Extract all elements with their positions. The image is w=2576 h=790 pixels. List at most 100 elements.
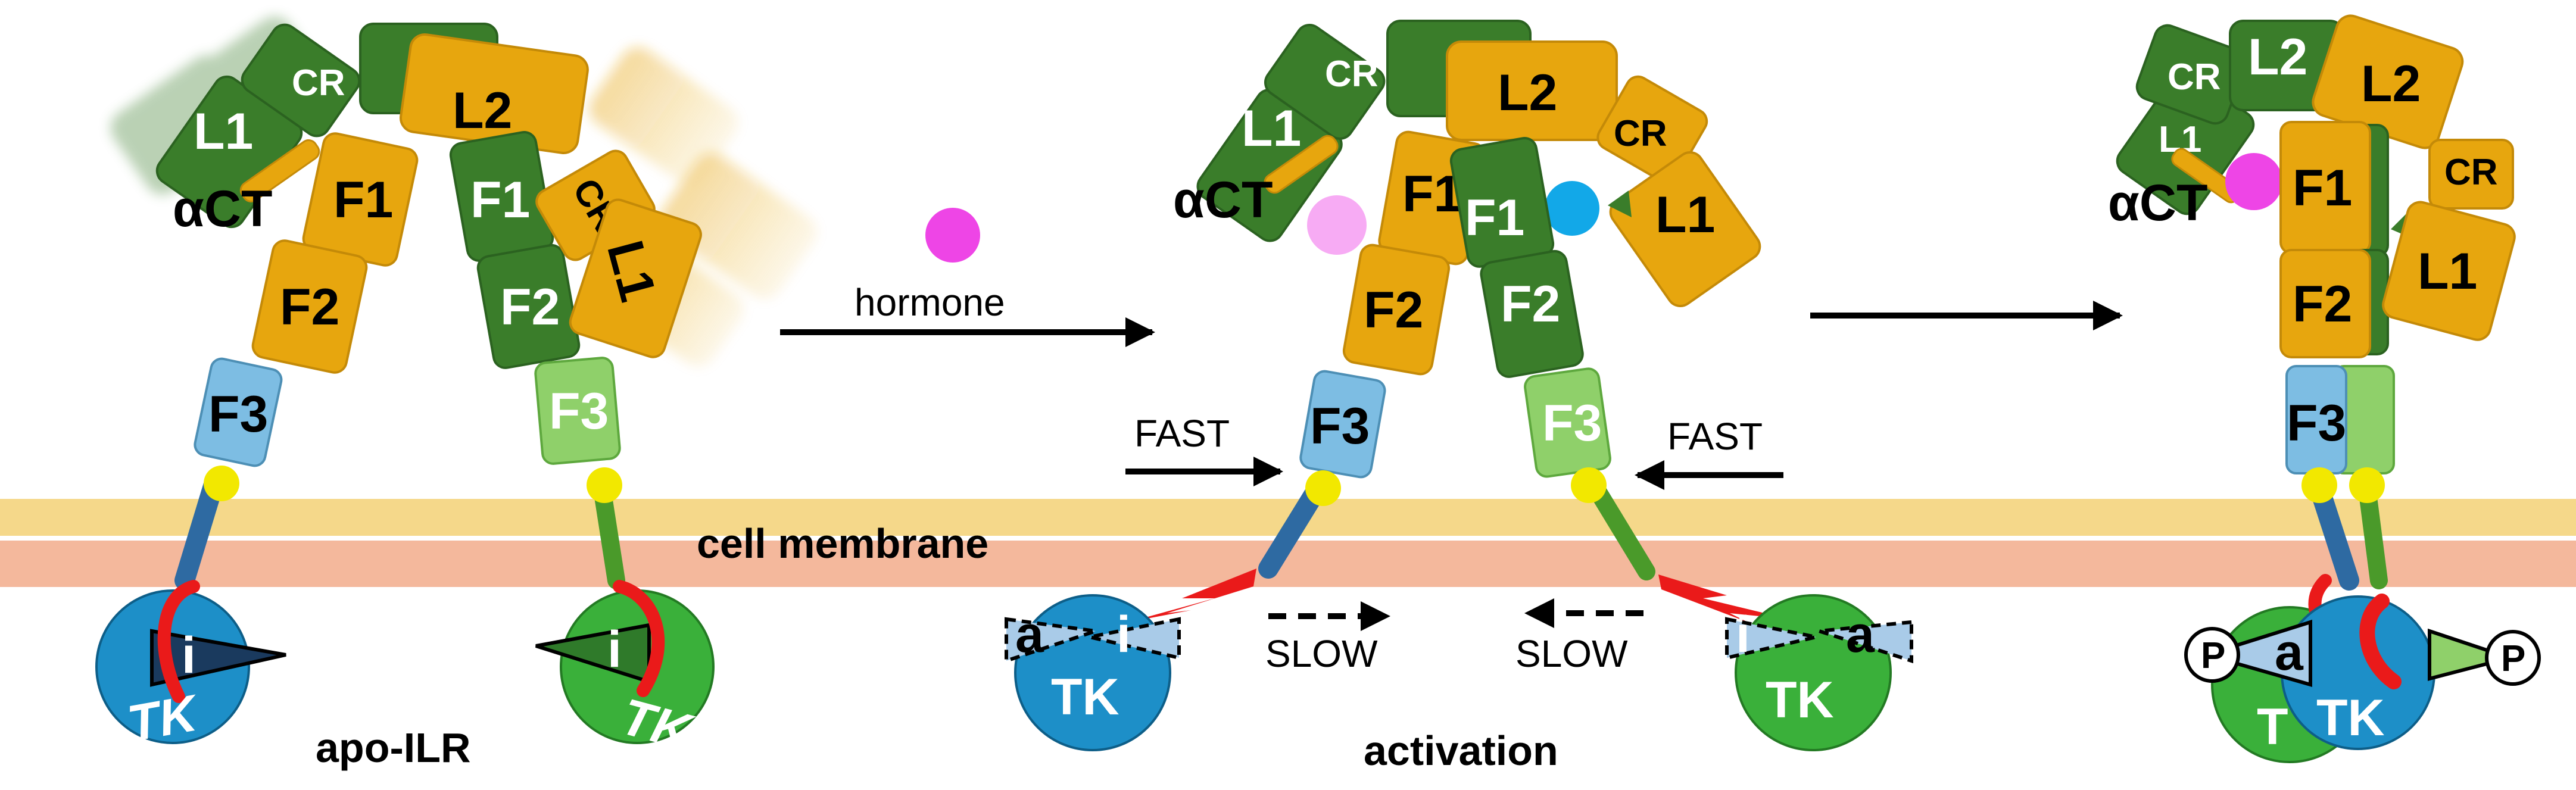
active-a-label: a [1015,606,1044,663]
domain-f2-left [251,239,368,374]
domain-l2-label: L2 [453,82,512,139]
domain-cr [1264,24,1386,140]
activation-loop-red [613,580,665,697]
alpha-ct-label: αCT [2108,174,2208,232]
panel-active-dimer: L1 CR L2 L2 αCT F1 F2 CR L1 F3 T a [2108,14,2541,763]
domain-f2-right-label: F2 [500,279,560,336]
hormone-label: hormone [854,281,1005,324]
domain-l1-right [569,198,702,358]
domain-f3-label: F3 [2287,395,2346,452]
juxtamembrane-yellow [1571,467,1607,503]
juxtamembrane-yellow-right [2349,467,2385,503]
transmembrane-helix [1587,479,1655,580]
tyrosine-kinase-green-inactive: i TK [535,580,715,761]
domain-l2-label: L2 [2361,55,2421,113]
alpha-ct-helix [1264,135,1339,194]
phosphate-left [2184,627,2240,683]
inactive-i-label: i [182,627,196,684]
domain-f1-label: F1 [1465,189,1524,246]
tyrosine-kinase-blue-transitioning: a i TK [1005,594,1181,751]
domain-f3-label: F3 [1310,398,1370,455]
domain-f3 [1299,370,1386,479]
active-kinase-triangle-green [2428,628,2516,681]
tk-label: TK [123,684,204,752]
domain-cr-label: CR [1614,113,1667,154]
kinase-active-state-triangle [1819,620,1913,664]
tyrosine-kinase-blue-inactive: i TK [95,580,286,752]
domain-cr-right-label: CR [2444,152,2498,193]
domain-f2 [2279,249,2371,358]
alpha-ct-label: αCT [173,180,273,238]
domain-f2-label: F2 [1364,282,1423,339]
transmembrane-helix [1258,481,1326,579]
domain-cr-left [241,23,361,138]
domain-f2-label: F2 [2293,276,2352,333]
domain-f3 [1524,367,1611,478]
domain-f2-label: F2 [280,279,339,336]
domain-l1-right [2382,201,2516,341]
active-a-label: a [2275,624,2304,681]
juxtamembrane-yellow-left [2301,467,2337,503]
tk-label-green-partial: T [2257,698,2288,755]
domain-f1-label: F1 [1402,166,1462,223]
domain-f1-right-label: F1 [470,171,530,229]
right-protomer-ectodomain: F1 F2 CR L1 F3 [449,131,702,589]
domain-cr-label: CR [292,63,345,104]
domain-f3-label: F3 [208,386,268,443]
inactive-i-label: i [1736,606,1750,663]
domain-l2-label: L2 [1498,64,1557,121]
kinase-inactive-state-triangle [1725,617,1817,660]
hormone-ligand-bound [2225,153,2282,210]
inactive-kinase-triangle [150,629,286,687]
domain-l1-right-label: L1 [2418,243,2477,300]
tk-label: TK [1051,669,1119,726]
inactive-kinase-triangle [535,623,651,685]
domain-f3-left [194,357,283,467]
left-protomer-ectodomain: L1 CR αCT L2 F1 F2 F3 [155,23,589,591]
phosphate-right-label: P [2501,638,2525,679]
apo-ilr-label: apo-ILR [316,725,471,771]
trans-phosphorylation-bolt-left [1128,569,1256,622]
cell-membrane-label: cell membrane [697,520,988,567]
domain-cr-label: CR [1325,54,1379,95]
hinge-wedge [1608,191,1632,217]
domain-cr-right [2428,139,2514,210]
juxtamembrane-yellow-right [587,467,622,503]
domain-l1-label: L1 [1655,186,1715,243]
hormone-binding-step: hormone [780,208,1155,347]
panel-apo-ilr: L1 CR αCT L2 F1 F2 F3 F1 F2 CR L1 [95,16,818,771]
transmembrane-helix-green [2358,479,2388,589]
transmembrane-helix-blue [2309,478,2359,591]
domain-l2-label-green: L2 [2248,29,2307,86]
inactive-i-label: i [1117,606,1131,663]
domain-f2 [1480,249,1584,378]
juxtamembrane-yellow [1305,470,1341,506]
juxtamembrane-yellow-left [204,466,239,501]
kinase-active-state-triangle [1005,617,1096,664]
transmembrane-helix-left [174,472,224,591]
kinase-inactive-state-triangle [1089,617,1181,660]
activation-label: activation [1364,727,1558,774]
alpha-ct-helix-left [239,139,320,202]
active-a-label: a [1846,606,1875,663]
trans-phosphorylation-bolt-right [1658,574,1789,622]
domain-f3-right [534,357,621,465]
fast-label-left: FAST [1134,412,1230,455]
phosphate-right [2485,630,2541,686]
domain-f3-right-label: F3 [549,383,609,440]
activation-loop-red [2359,594,2402,689]
tk-label: TK [2316,689,2385,747]
domain-f2-right [476,243,581,369]
domain-f3-label: F3 [1542,395,1602,452]
active-kinase-triangle [2200,619,2312,687]
domain-l1-label: L1 [1242,100,1301,157]
inactive-i-label: i [607,621,622,678]
activation-loop-red [157,580,200,703]
panel-activation: L1 CR αCT L2 F1 F2 F3 F1 F2 CR [1005,20,1913,774]
domain-l1-label: L1 [194,103,253,160]
hormone-ligand [925,208,980,263]
right-protomer-active: F1 F2 CR L1 F3 [1449,75,1761,580]
fast-label-right: FAST [1667,415,1763,458]
